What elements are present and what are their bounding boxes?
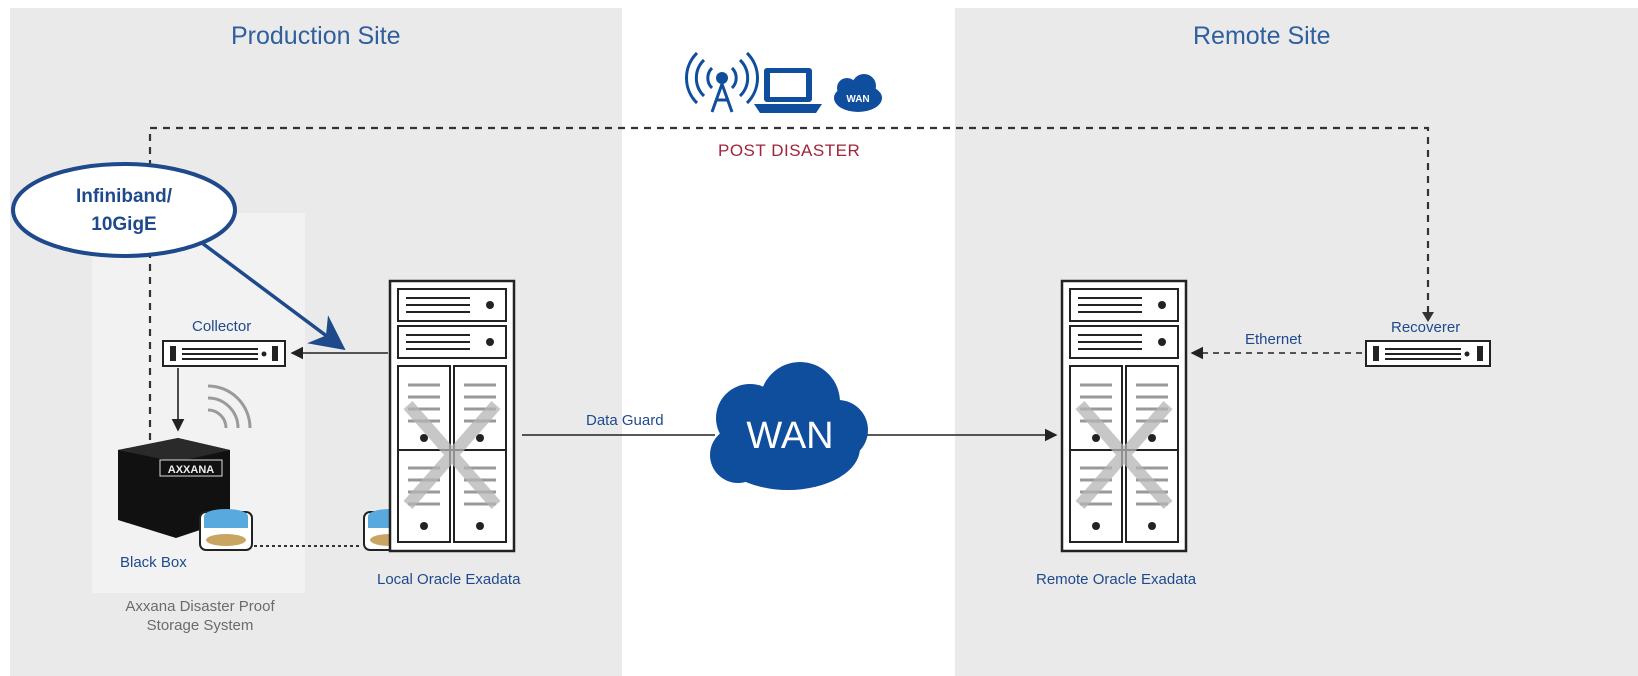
recoverer-label: Recoverer: [1391, 319, 1461, 336]
callout-line-2: 10GigE: [91, 214, 156, 235]
wan-cloud: WAN: [710, 362, 868, 490]
local-exadata-rack: [388, 279, 516, 553]
remote-exadata-label: Remote Oracle Exadata: [1036, 571, 1197, 588]
post-disaster-dashed-path: [148, 126, 1434, 440]
antenna-icon: [684, 51, 760, 113]
black-box-database-icon: [199, 509, 253, 551]
post-disaster-label: POST DISASTER: [718, 141, 861, 160]
remote-exadata-rack: [1060, 279, 1188, 553]
remote-site-title: Remote Site: [1193, 22, 1331, 50]
recoverer-device: [1365, 340, 1491, 367]
local-exadata-label: Local Oracle Exadata: [377, 571, 521, 588]
axxana-system-label: Axxana Disaster Proof Storage System: [100, 597, 300, 635]
box-logo-text: AXXANA: [168, 464, 215, 476]
wireless-signal-icon: [207, 384, 252, 429]
black-box-label: Black Box: [120, 554, 187, 571]
laptop-icon: [754, 68, 822, 113]
axxana-line-1: Axxana Disaster Proof: [125, 598, 275, 615]
collector-label: Collector: [192, 318, 252, 335]
data-guard-label: Data Guard: [586, 412, 664, 429]
wan-cloud-small-icon: WAN: [834, 74, 882, 112]
axxana-line-2: Storage System: [146, 617, 254, 634]
production-site-title: Production Site: [231, 22, 401, 50]
callout-line-1: Infiniband/: [76, 186, 173, 207]
wan-small-label: WAN: [846, 94, 869, 105]
ethernet-label: Ethernet: [1245, 331, 1302, 348]
infiniband-callout: Infiniband/ 10GigE: [11, 162, 346, 351]
wan-cloud-label: WAN: [746, 415, 833, 457]
collector-device: [162, 340, 286, 367]
